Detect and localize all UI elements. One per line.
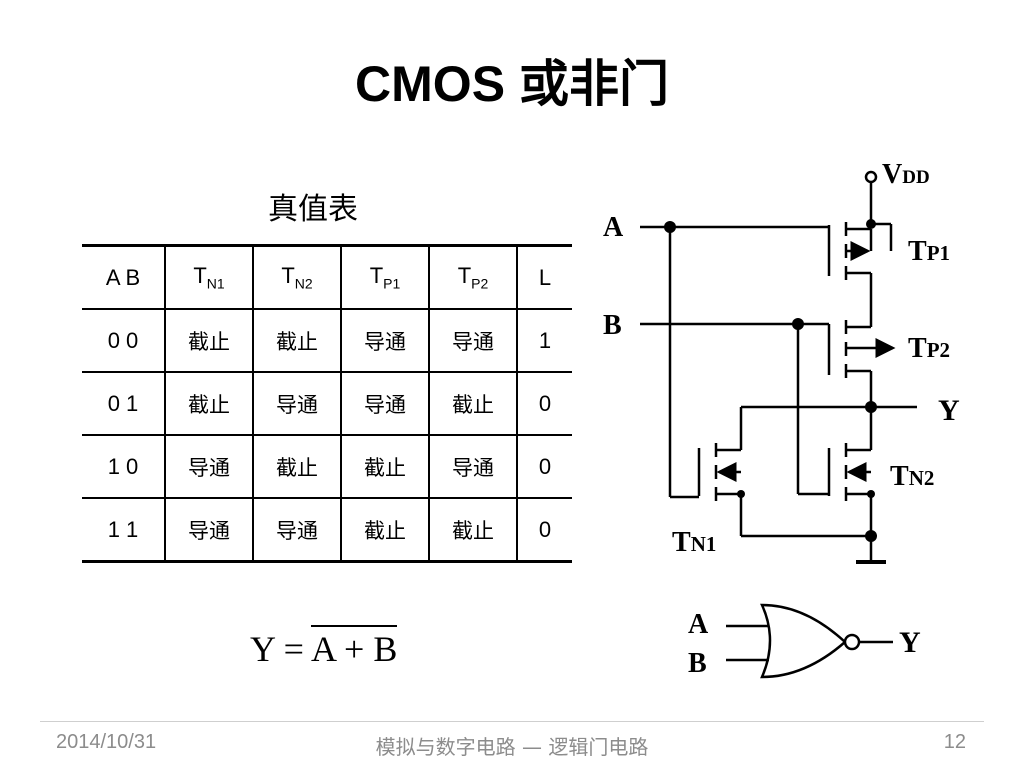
table-header-row: A B TN1 TN2 TP1 TP2 L bbox=[82, 245, 572, 309]
junction-dot-icon bbox=[664, 221, 676, 233]
table-row: 1 1 导通 导通 截止 截止 0 bbox=[82, 498, 572, 562]
input-a-label: A bbox=[603, 212, 624, 243]
cell-tn1: 截止 bbox=[165, 372, 254, 435]
cell-l: 0 bbox=[538, 390, 552, 416]
vdd-terminal-icon bbox=[864, 170, 878, 184]
cell-ab: 0 1 bbox=[82, 372, 166, 435]
tp2-label: TP2 bbox=[908, 333, 950, 364]
vdd-label: VDD bbox=[882, 159, 930, 190]
cell-tp1: 导通 bbox=[341, 372, 430, 435]
junction-dot-icon bbox=[867, 490, 875, 498]
cell-tp1: 截止 bbox=[341, 435, 430, 498]
output-y-label: Y bbox=[938, 394, 960, 427]
junction-dot-icon bbox=[737, 490, 745, 498]
table-row: 1 0 导通 截止 截止 导通 0 bbox=[82, 435, 572, 498]
truth-table-caption: 真值表 bbox=[268, 192, 358, 227]
table-row: 0 0 截止 截止 导通 导通 1 bbox=[82, 309, 572, 372]
cell-tp2: 截止 bbox=[429, 498, 518, 562]
header-tp2: TP2 bbox=[429, 245, 518, 309]
cell-tp2: 导通 bbox=[429, 435, 518, 498]
cell-ab: 1 1 bbox=[82, 498, 166, 562]
header-tn2: TN2 bbox=[253, 245, 342, 309]
tn1-label: TN1 bbox=[672, 527, 716, 558]
cell-tp1: 导通 bbox=[341, 309, 430, 372]
slide-title: CMOS 或非门 bbox=[355, 56, 669, 112]
junction-dot-icon bbox=[865, 530, 877, 542]
header-ab: A B bbox=[82, 245, 166, 309]
boolean-formula: Y = A + B bbox=[250, 625, 398, 670]
cell-tn1: 导通 bbox=[165, 435, 254, 498]
tp1-label: TP1 bbox=[908, 236, 950, 267]
cell-ab: 1 0 bbox=[82, 435, 166, 498]
table-row: 0 1 截止 导通 导通 截止 0 bbox=[82, 372, 572, 435]
cell-tn2: 截止 bbox=[253, 309, 342, 372]
footer-page-number: 12 bbox=[943, 731, 966, 753]
footer-course-title: 模拟与数字电路 — 逻辑门电路 bbox=[375, 735, 649, 759]
footer-divider bbox=[40, 721, 984, 722]
cell-tn2: 导通 bbox=[253, 498, 342, 562]
formula-rhs-overline: A + B bbox=[311, 625, 398, 669]
header-l: L bbox=[538, 264, 552, 290]
formula-equals: = bbox=[283, 629, 304, 669]
junction-dot-icon bbox=[866, 219, 876, 229]
cell-tn2: 导通 bbox=[253, 372, 342, 435]
nor-gate-icon bbox=[760, 603, 847, 679]
cell-l: 0 bbox=[538, 453, 552, 479]
cell-tn1: 导通 bbox=[165, 498, 254, 562]
gate-input-a-label: A bbox=[688, 609, 709, 640]
cell-l: 0 bbox=[538, 516, 552, 542]
cell-tn1: 截止 bbox=[165, 309, 254, 372]
gate-output-y-label: Y bbox=[899, 626, 921, 659]
gate-input-b-label: B bbox=[688, 648, 707, 679]
header-tn1: TN1 bbox=[165, 245, 254, 309]
header-tp1: TP1 bbox=[341, 245, 430, 309]
truth-table: A B TN1 TN2 TP1 TP2 L 0 0 截止 截止 导通 导通 1 … bbox=[82, 244, 572, 563]
footer-date: 2014/10/31 bbox=[56, 731, 157, 753]
cell-tp2: 导通 bbox=[429, 309, 518, 372]
cell-tn2: 截止 bbox=[253, 435, 342, 498]
cell-tp2: 截止 bbox=[429, 372, 518, 435]
formula-lhs: Y bbox=[250, 629, 275, 669]
junction-dot-icon bbox=[865, 401, 877, 413]
nor-bubble-icon bbox=[843, 633, 861, 651]
junction-dot-icon bbox=[792, 318, 804, 330]
tn2-label: TN2 bbox=[890, 461, 934, 492]
cell-tp1: 截止 bbox=[341, 498, 430, 562]
cell-ab: 0 0 bbox=[82, 309, 166, 372]
cell-l: 1 bbox=[538, 327, 552, 353]
input-b-label: B bbox=[603, 310, 622, 341]
